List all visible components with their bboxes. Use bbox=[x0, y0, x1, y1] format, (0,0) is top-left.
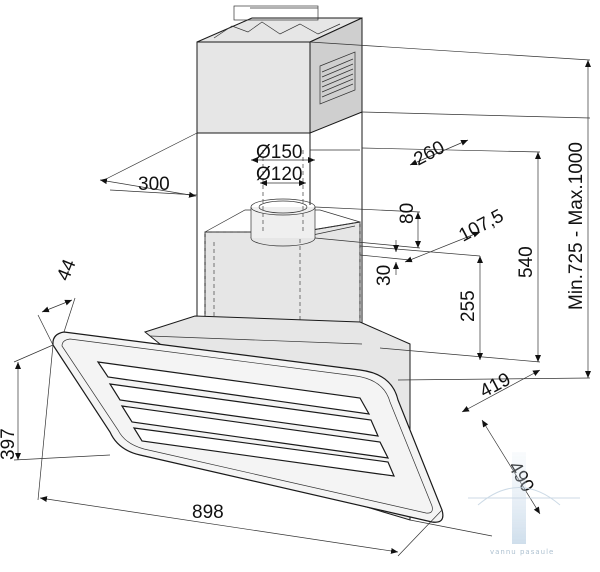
dim-chimney-width: 300 bbox=[138, 174, 170, 195]
dim-front-height: 397 bbox=[0, 428, 19, 460]
vent-slot-4 bbox=[132, 427, 395, 477]
watermark-text: vannu pasaule bbox=[490, 548, 554, 556]
vent-grille bbox=[319, 51, 356, 105]
glass-canopy bbox=[52, 331, 444, 523]
chimney-front-face bbox=[196, 41, 311, 134]
dim-motor-top-height: 540 bbox=[516, 246, 537, 278]
dim-flange-height: 80 bbox=[397, 203, 418, 224]
vent-slot-3 bbox=[120, 405, 390, 459]
watermark-logo: vannu pasaule bbox=[468, 452, 580, 556]
vent-slot-1 bbox=[96, 361, 371, 415]
dim-chimney-depth: 260 bbox=[410, 137, 448, 170]
dim-glass-thickness: 44 bbox=[53, 256, 81, 284]
dim-outlet-outer: Ø150 bbox=[256, 142, 302, 163]
chimney-duct bbox=[196, 5, 363, 330]
vent-slot-2 bbox=[108, 383, 379, 437]
dim-outlet-height: 255 bbox=[458, 290, 479, 322]
dim-outlet-inner: Ø120 bbox=[256, 164, 302, 185]
dim-flange-offset: 107,5 bbox=[455, 206, 507, 247]
dim-wall-depth: 419 bbox=[476, 369, 514, 402]
dim-flange-step: 30 bbox=[374, 265, 395, 286]
dim-total-height: Min.725 - Max.1000 bbox=[566, 142, 587, 310]
dim-hood-width: 898 bbox=[192, 502, 224, 523]
outlet-collar bbox=[250, 150, 316, 247]
